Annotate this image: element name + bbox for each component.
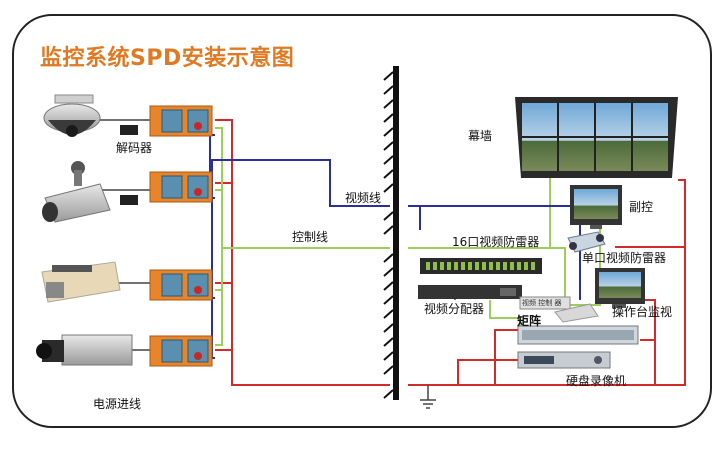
matrix-icon: 视频 控制 器	[517, 296, 639, 345]
control-lines	[215, 127, 601, 346]
video-distributor-icon	[418, 285, 522, 299]
matrix-label: 矩阵	[516, 313, 541, 328]
video-wall-label: 幕墙	[468, 129, 492, 143]
dvr-icon	[517, 351, 611, 369]
video-line-label: 视频线	[345, 190, 381, 205]
video-wall-icon	[515, 97, 678, 178]
box-camera-icon-2	[36, 334, 133, 366]
dome-camera-icon	[43, 94, 138, 137]
sub-monitor-icon	[570, 185, 622, 229]
sub-control-label: 副控	[629, 200, 653, 214]
video-distributor-label: 视频分配器	[424, 301, 484, 316]
bullet-camera-icon	[42, 161, 138, 223]
wall-barrier	[383, 66, 399, 400]
power-lines	[215, 119, 686, 386]
box-camera-icon	[41, 261, 121, 303]
svg-text:视频 控制 器: 视频 控制 器	[522, 298, 561, 307]
dvr-label: 硬盘录像机	[566, 373, 626, 388]
decoder-label: 解码器	[116, 141, 152, 155]
ground-icon	[420, 385, 436, 409]
spd-16-port-icon	[420, 258, 542, 274]
spd-unit-1	[149, 105, 213, 137]
single-spd-icon	[567, 231, 606, 253]
spd-16-label: 16口视频防雷器	[452, 234, 539, 249]
spd-unit-3	[149, 269, 213, 301]
diagram-title: 监控系统SPD安装示意图	[40, 46, 295, 71]
spd-single-label: 单口视频防雷器	[582, 250, 666, 265]
spd-unit-2	[149, 171, 213, 203]
power-line-label: 电源进线	[93, 397, 141, 411]
spd-unit-4	[149, 335, 213, 367]
control-line-label: 控制线	[292, 230, 328, 244]
console-monitor-icon	[595, 268, 645, 308]
console-monitor-label: 操作台监视	[612, 304, 672, 319]
